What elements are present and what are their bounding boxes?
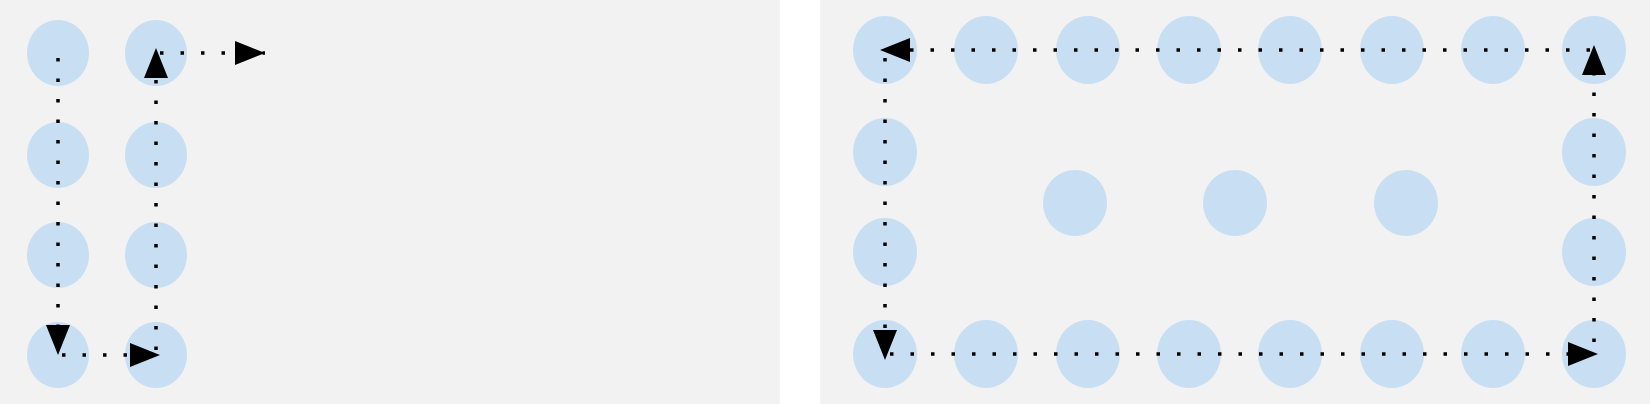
left-node-circle xyxy=(125,122,187,188)
arrowhead-icon xyxy=(130,343,160,367)
left-panel xyxy=(0,0,780,404)
center-node-circle xyxy=(1203,170,1267,236)
right-node-circle xyxy=(853,218,917,286)
right-node-circle xyxy=(1461,16,1525,84)
right-node-circle xyxy=(853,118,917,186)
right-node-circle xyxy=(954,320,1018,388)
right-node-circle xyxy=(1360,16,1424,84)
right-node-circle xyxy=(1360,320,1424,388)
right-node-circle xyxy=(1258,320,1322,388)
right-node-circle xyxy=(1562,118,1626,186)
right-node-circle xyxy=(1258,16,1322,84)
right-node-circle xyxy=(1157,320,1221,388)
right-node-circle xyxy=(1157,16,1221,84)
center-node-circle xyxy=(1374,170,1438,236)
arrowhead-icon xyxy=(880,38,910,62)
right-node-circle xyxy=(1461,320,1525,388)
right-node-circle xyxy=(1562,218,1626,286)
arrowhead-icon xyxy=(235,41,265,65)
arrowhead-icon xyxy=(144,48,168,78)
right-node-circle xyxy=(1056,320,1120,388)
paths xyxy=(46,38,1606,367)
center-node-circle xyxy=(1043,170,1107,236)
left-node-circle xyxy=(27,122,89,188)
arrowhead-icon xyxy=(46,325,70,355)
left-node-circle xyxy=(27,20,89,86)
left-node-circle xyxy=(125,222,187,288)
nodes xyxy=(27,16,1626,388)
right-node-circle xyxy=(954,16,1018,84)
right-node-circle xyxy=(1056,16,1120,84)
left-node-circle xyxy=(27,222,89,288)
arrowhead-icon xyxy=(1582,45,1606,75)
arrowhead-icon xyxy=(1568,342,1598,366)
arrowhead-icon xyxy=(873,330,897,360)
